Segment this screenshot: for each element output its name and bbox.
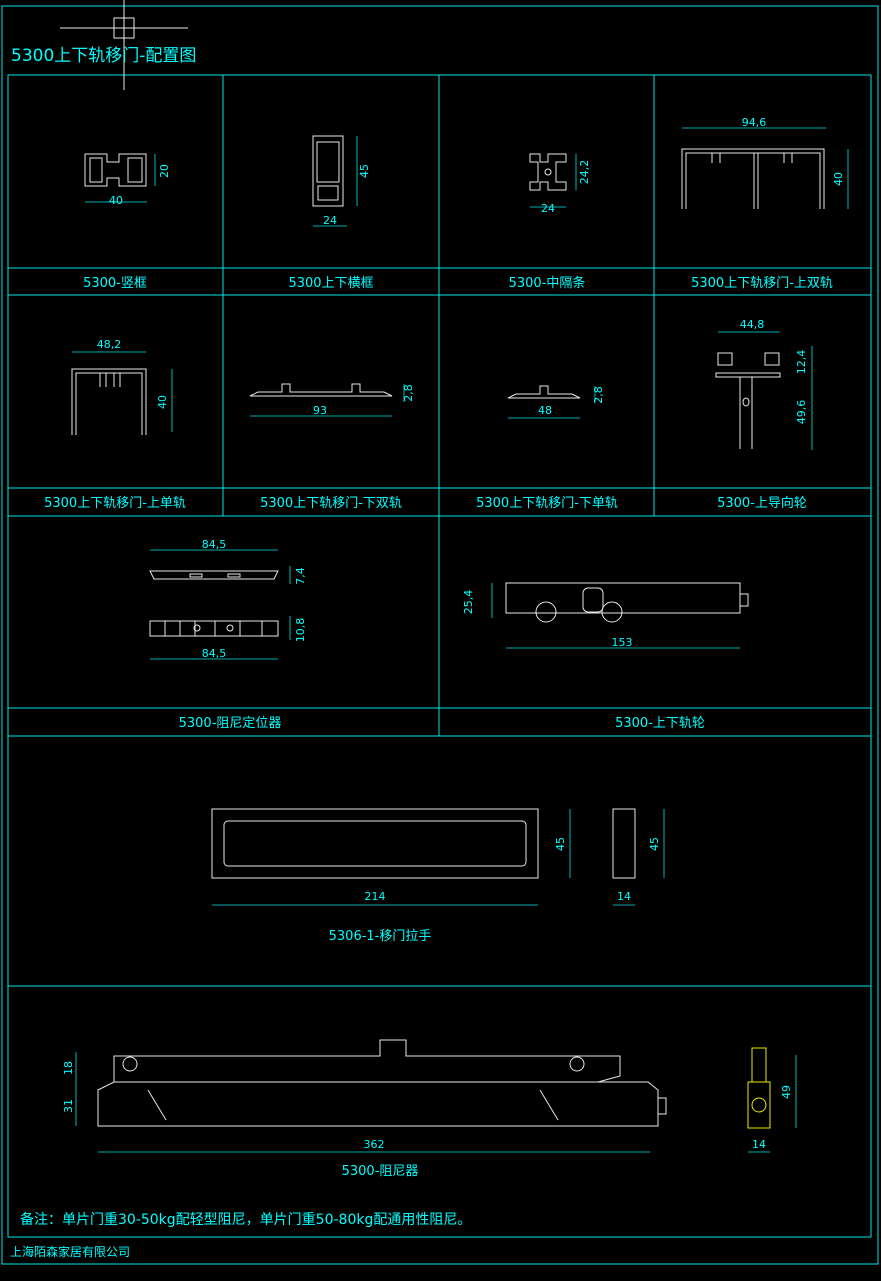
part-label: 5300上下轨移门-上双轨 [691,276,833,291]
svg-text:362: 362 [364,1138,385,1151]
part-label: 5300上下轨移门-下双轨 [260,496,402,511]
svg-text:153: 153 [612,636,633,649]
svg-text:24: 24 [323,214,337,227]
svg-text:2,8: 2,8 [402,384,415,402]
svg-text:20: 20 [158,164,171,178]
svg-text:48,2: 48,2 [97,338,122,351]
svg-text:18: 18 [62,1061,75,1075]
damper-positioner: 84,5 7,4 10,8 84,5 [149,538,307,660]
part-label: 5300-中隔条 [509,275,586,291]
part-label: 5300-上下轨轮 [615,716,705,731]
svg-text:49,6: 49,6 [795,400,808,425]
part-label: 5300-竖框 [83,276,147,291]
svg-text:25,4: 25,4 [462,590,475,615]
track-wheel: 25,4 153 [462,582,749,649]
svg-text:2,8: 2,8 [592,386,605,404]
svg-text:84,5: 84,5 [202,538,227,551]
svg-text:94,6: 94,6 [742,116,767,129]
profile-bottom-single-rail: 48 2,8 [507,385,605,419]
svg-text:93: 93 [313,404,327,417]
company-name: 上海陌森家居有限公司 [10,1244,130,1259]
svg-text:45: 45 [648,837,661,851]
svg-text:44,8: 44,8 [740,318,765,331]
page-title: 5300上下轨移门-配置图 [11,46,196,66]
damper: 18 31 362 49 14 [62,1039,797,1153]
part-label: 5300上下轨移门-上单轨 [44,496,186,511]
svg-text:45: 45 [554,837,567,851]
top-guide-wheel: 44,8 12,4 49,6 [715,318,813,450]
svg-text:214: 214 [365,890,386,903]
svg-text:40: 40 [832,172,845,186]
profile-horizontal-frame: 24 45 [312,135,371,227]
svg-text:31: 31 [62,1099,75,1113]
part-label: 5300-上导向轮 [717,495,807,511]
profile-vertical-frame: 40 20 [84,153,171,207]
outer-border [1,5,879,1265]
svg-text:24,2: 24,2 [578,160,591,185]
svg-text:24: 24 [541,202,555,215]
crosshair-cursor [60,0,188,90]
part-label: 5306-1-移门拉手 [329,929,432,944]
profile-middle-divider: 24 24,2 [529,153,591,215]
part-label: 5300上下横框 [288,276,373,291]
svg-text:45: 45 [358,164,371,178]
profile-top-double-rail: 94,6 40 [681,116,849,209]
note-text: 备注：单片门重30-50kg配轻型阻尼，单片门重50-80kg配通用性阻尼。 [20,1211,471,1228]
svg-text:12,4: 12,4 [795,350,808,375]
svg-text:49: 49 [780,1085,793,1099]
door-handle: 214 45 45 14 [211,808,665,906]
svg-text:84,5: 84,5 [202,647,227,660]
profile-bottom-double-rail: 93 2,8 [249,383,415,417]
grid [8,75,871,987]
svg-text:14: 14 [617,890,631,903]
part-label: 5300-阻尼定位器 [179,716,282,731]
svg-text:48: 48 [538,404,552,417]
svg-text:14: 14 [752,1138,766,1151]
svg-text:40: 40 [156,395,169,409]
svg-text:40: 40 [109,194,123,207]
profile-top-single-rail: 48,2 40 [71,338,173,435]
part-label: 5300上下轨移门-下单轨 [476,496,618,511]
svg-text:7,4: 7,4 [294,567,307,585]
svg-text:10,8: 10,8 [294,618,307,643]
part-label: 5300-阻尼器 [342,1164,419,1179]
